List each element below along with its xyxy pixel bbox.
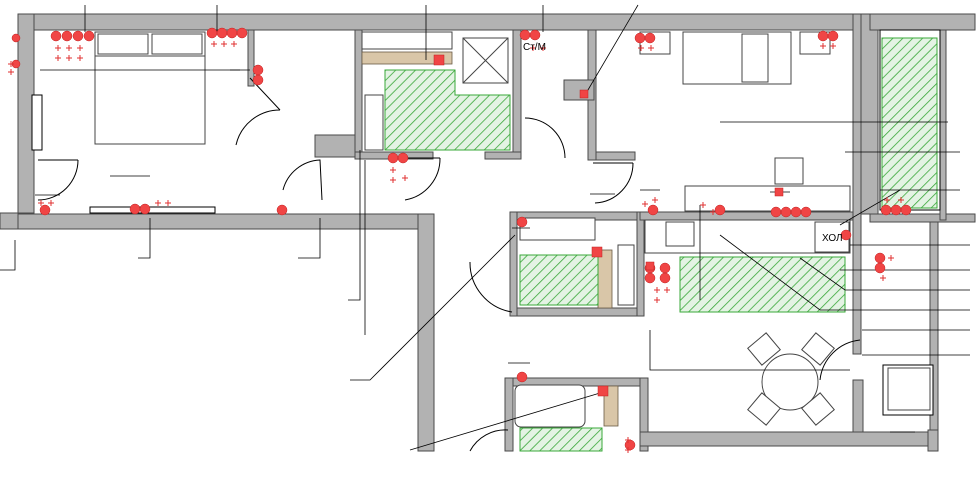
wall-bath2-bottom (509, 307, 641, 317)
chair-4 (801, 392, 835, 426)
wall-right-ext (859, 13, 879, 215)
door-bedroom2 (593, 162, 634, 204)
desk-chair (774, 157, 804, 185)
door-bath1b (524, 117, 566, 159)
chair-3 (747, 392, 781, 426)
vanity (519, 217, 596, 241)
desk (684, 185, 851, 212)
hatch-bath-2 (519, 254, 599, 306)
label-fridge: ХОЛ (822, 233, 843, 244)
wall-bath2-right (636, 211, 645, 317)
wall-wardrobe (247, 29, 255, 87)
wall-vertical-center (417, 213, 435, 452)
cabinetry (361, 51, 619, 427)
sink (665, 221, 695, 247)
door-bath1 (400, 157, 441, 201)
wall-kitchen-top (639, 211, 854, 221)
wall-lower-right (929, 221, 939, 452)
hatch-kitchen (679, 256, 846, 313)
wall-wardrobe-2 (314, 134, 356, 158)
leader-lines (0, 4, 970, 451)
hatch-bath-3 (519, 427, 603, 452)
furniture (94, 31, 931, 428)
wall-bottom-right (639, 431, 931, 447)
walls (0, 13, 976, 452)
cabinet-bath1 (361, 51, 453, 65)
armchair (887, 367, 931, 411)
bed-second (682, 31, 792, 85)
door-bath3 (469, 429, 509, 452)
pillow-1 (97, 33, 149, 55)
pillow-3 (741, 33, 769, 83)
stove-panel (361, 31, 453, 50)
wall-bath2-left (509, 211, 518, 317)
bathtub (514, 384, 586, 428)
wall-bath-right (512, 29, 522, 159)
wall-bath3-left (504, 377, 514, 452)
wall-right-inner (852, 13, 862, 355)
side-cabinet (364, 94, 384, 151)
outlet-markers (8, 41, 904, 453)
wall-bath3-right (639, 377, 649, 452)
chair-2 (801, 332, 835, 366)
wall-balcony-right (939, 29, 947, 221)
chair-1 (747, 332, 781, 366)
wall-bottom-right-end (927, 429, 939, 452)
door-hall (282, 159, 323, 201)
hatched-zones (384, 37, 938, 452)
wall-balcony-mid (869, 213, 976, 223)
pillow-2 (151, 33, 203, 55)
window-bedroom-bottom (89, 206, 216, 214)
dimension-ticks (35, 69, 915, 433)
electrical-outlets (11, 27, 912, 451)
door-wardrobe (235, 77, 281, 146)
door-bath2 (469, 261, 513, 313)
wall-top (17, 13, 974, 31)
tall-unit (617, 244, 635, 306)
cabinet-bath2 (597, 249, 613, 309)
wall-bath-bottom2 (484, 151, 522, 160)
wall-bedroom-bottom (17, 213, 435, 230)
doors (37, 77, 861, 452)
wall-balcony-top (869, 13, 976, 31)
door-bedroom (37, 159, 79, 201)
wall-lower-right2 (852, 379, 864, 441)
wall-bedroom2-bottom (589, 151, 636, 161)
hatch-bath-1 (384, 69, 511, 151)
dining-table (761, 353, 819, 411)
label-storage: Ст/М (523, 42, 546, 53)
wall-bath-left (354, 29, 363, 159)
hatch-balcony (881, 37, 938, 209)
window-left (31, 94, 43, 151)
wall-storage (563, 79, 595, 101)
door-living (819, 339, 861, 381)
